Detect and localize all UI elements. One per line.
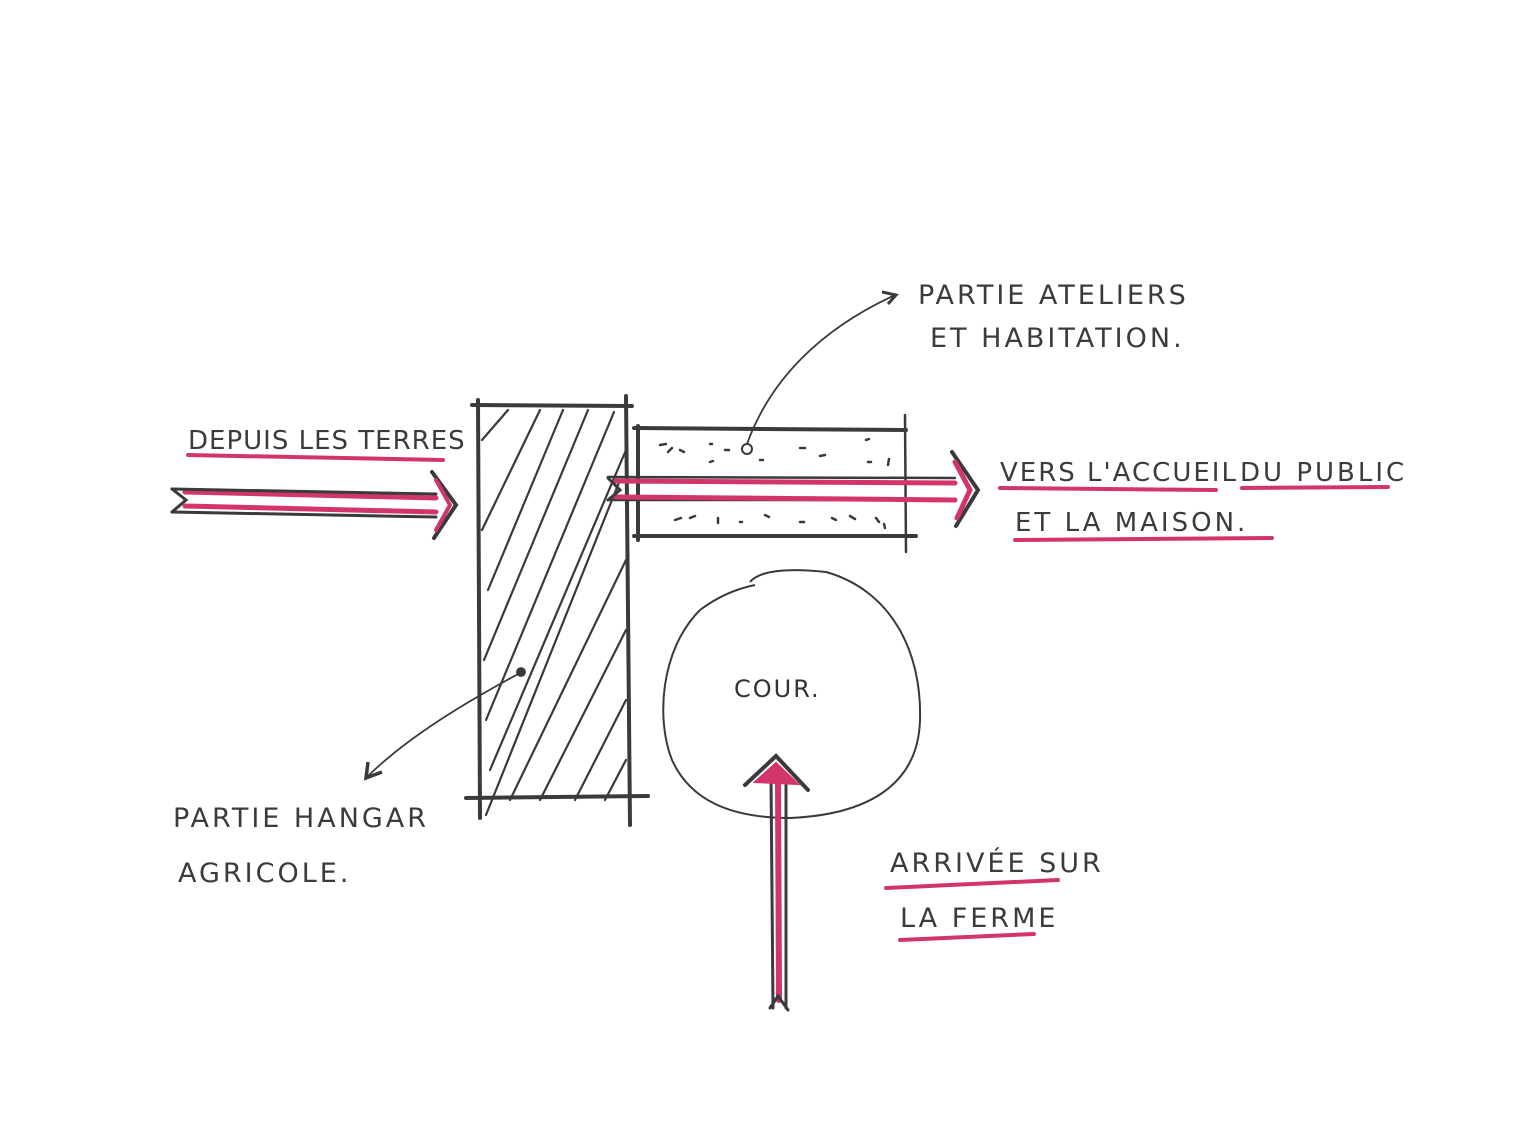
label-vers-accueil: VERS L'ACCUEIL	[1000, 458, 1238, 488]
label-underlines	[186, 453, 1390, 942]
label-arrivee-line1: ARRIVÉE SUR	[890, 848, 1104, 879]
courtyard-circle	[662, 569, 922, 820]
ateliers-leader-arrow	[746, 290, 899, 445]
label-cour: COUR.	[734, 675, 821, 703]
label-arrivee-line2: LA FERME	[900, 903, 1059, 934]
arrow-farm-arrival	[743, 753, 810, 1012]
arrow-from-fields	[170, 470, 459, 540]
label-et-maison: ET LA MAISON.	[1015, 508, 1249, 538]
arrow-to-reception	[606, 450, 981, 528]
hangar-leader-arrow	[363, 667, 526, 781]
label-depuis-terres: DEPUIS LES TERRES	[188, 426, 466, 456]
label-ateliers-line1: PARTIE ATELIERS	[918, 280, 1189, 311]
label-ateliers-line2: ET HABITATION.	[930, 323, 1185, 354]
label-hangar-line1: PARTIE HANGAR	[173, 803, 430, 834]
hangar-block	[464, 394, 650, 827]
label-du-public: DU PUBLIC	[1240, 458, 1408, 488]
label-hangar-line2: AGRICOLE.	[178, 858, 352, 889]
